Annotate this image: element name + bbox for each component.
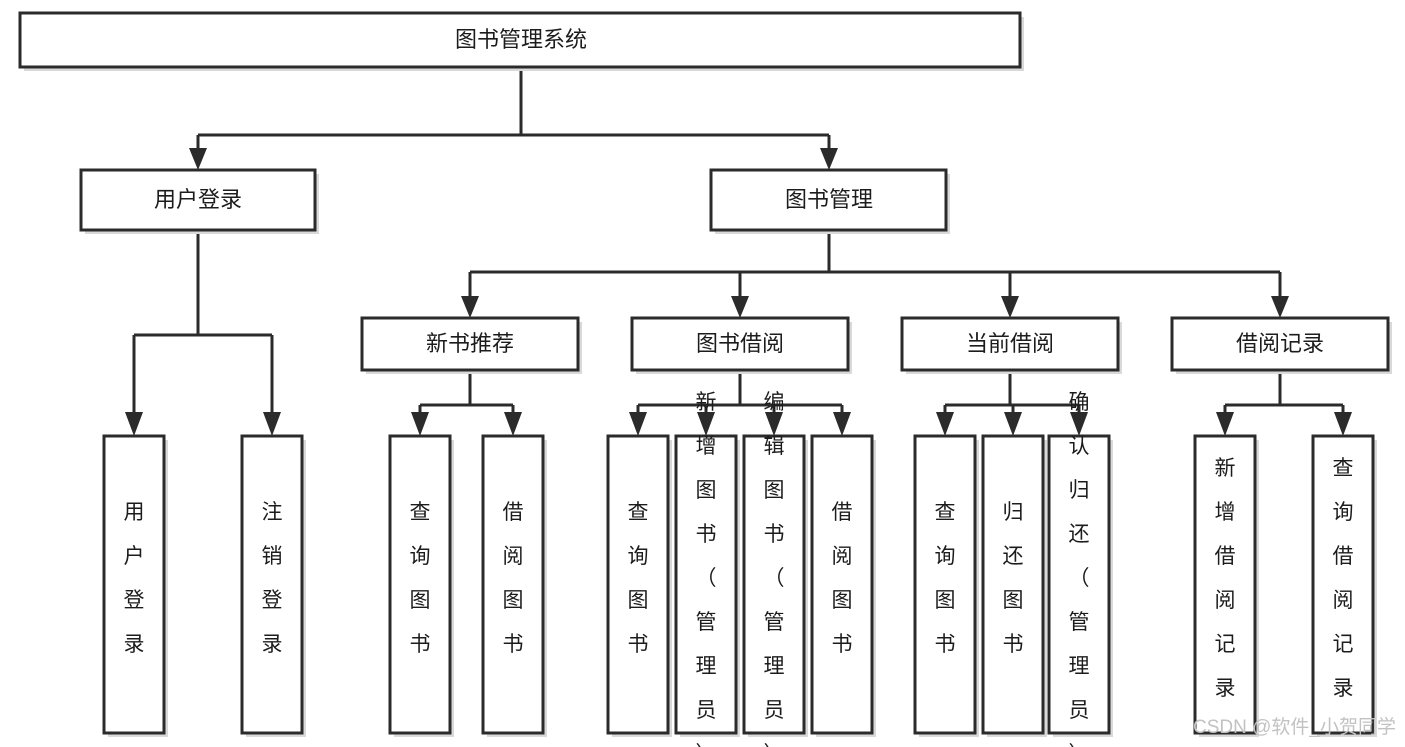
arrow-head-new-book: [461, 296, 479, 318]
node-current-borrow-rect: [900, 316, 1120, 372]
leaf-logout[interactable]: 注销登录: [240, 434, 306, 737]
node-book-manage-rect: [709, 168, 948, 232]
node-user-login-rect: [79, 168, 317, 232]
leaf-bb-query-book[interactable]: 查询图书: [606, 434, 672, 737]
leaf-nb-borrow-book[interactable]: 借阅图书: [481, 434, 547, 737]
leaf-br-add-record[interactable]: 新增借阅记录: [1193, 434, 1259, 737]
arrow-head-current-borrow: [1001, 296, 1019, 318]
connector-layer: [125, 68, 1352, 436]
arrow-head-cb-leaf-3: [1070, 412, 1088, 436]
arrow-head-cb-leaf-1: [936, 412, 954, 436]
leaf-nb-query-book-rect: [388, 434, 452, 735]
leaf-cb-confirm-return-rect: [1047, 434, 1111, 735]
node-user-login-label: 用户登录: [154, 187, 242, 212]
leaf-nb-borrow-book-rect: [481, 434, 545, 735]
leaf-bb-edit-book[interactable]: 编辑图书（管理员）: [742, 391, 808, 747]
node-current-borrow[interactable]: 当前借阅: [900, 316, 1122, 374]
node-book-manage[interactable]: 图书管理: [709, 168, 950, 234]
node-book-borrow-label: 图书借阅: [696, 331, 784, 356]
leaf-bb-edit-book-label: 编辑图书（管理员）: [764, 391, 785, 747]
leaf-cb-return-book-label: 归还图书: [1003, 501, 1024, 656]
leaf-nb-query-book-label: 查询图书: [410, 501, 431, 656]
node-root-rect: [18, 11, 1022, 69]
node-root-system[interactable]: 图书管理系统: [18, 11, 1024, 71]
arrow-head-bb-leaf-4: [833, 412, 851, 436]
node-current-borrow-label: 当前借阅: [966, 331, 1054, 356]
arrow-head-bb-leaf-2: [697, 412, 715, 436]
leaf-bb-borrow-book[interactable]: 借阅图书: [810, 434, 876, 737]
leaf-user-login-1-rect: [102, 434, 166, 735]
leaf-nb-borrow-book-label: 借阅图书: [503, 501, 524, 656]
arrow-head-br-leaf-2: [1334, 412, 1352, 436]
leaf-br-query-record-label: 查询借阅记录: [1333, 457, 1354, 700]
leaf-bb-edit-book-rect: [742, 434, 806, 735]
csdn-watermark: CSDN @软件_小贺同学: [1193, 716, 1396, 738]
node-book-borrow-rect: [630, 316, 850, 372]
arrow-head-nb-leaf-2: [504, 412, 522, 436]
arrow-head-book-borrow: [731, 296, 749, 318]
leaf-cb-confirm-return-label: 确认归还（管理员）: [1069, 391, 1090, 747]
leaf-bb-add-book[interactable]: 新增图书（管理员）: [674, 391, 740, 747]
leaf-br-query-record-rect: [1311, 434, 1375, 735]
leaf-user-login-1-label: 用户登录: [124, 501, 145, 656]
arrow-head-br-leaf-1: [1216, 412, 1234, 436]
node-user-login[interactable]: 用户登录: [79, 168, 319, 234]
leaf-bb-borrow-book-label: 借阅图书: [832, 501, 853, 656]
leaf-bb-query-book-rect: [606, 434, 670, 735]
node-book-borrow[interactable]: 图书借阅: [630, 316, 852, 374]
leaf-cb-query-book-label: 查询图书: [935, 501, 956, 656]
arrow-head-borrow-record: [1271, 296, 1289, 318]
arrow-head-nb-leaf-1: [411, 412, 429, 436]
arrow-head-book-manage: [820, 148, 838, 170]
arrow-head-cb-leaf-2: [1004, 412, 1022, 436]
node-book-manage-label: 图书管理: [785, 187, 873, 212]
node-new-book-recommend[interactable]: 新书推荐: [360, 316, 582, 374]
node-root-label: 图书管理系统: [455, 27, 587, 52]
node-new-book-label: 新书推荐: [426, 331, 514, 356]
node-borrow-record[interactable]: 借阅记录: [1170, 316, 1392, 374]
leaf-bb-add-book-rect: [674, 434, 738, 735]
node-borrow-record-rect: [1170, 316, 1390, 372]
leaf-cb-return-book[interactable]: 归还图书: [981, 434, 1047, 737]
leaf-cb-query-book-rect: [913, 434, 977, 735]
node-borrow-record-label: 借阅记录: [1236, 331, 1324, 356]
leaf-cb-return-book-rect: [981, 434, 1045, 735]
arrow-head-bb-leaf-1: [629, 412, 647, 436]
leaf-nb-query-book[interactable]: 查询图书: [388, 434, 454, 737]
leaf-br-add-record-rect: [1193, 434, 1257, 735]
leaf-br-query-record[interactable]: 查询借阅记录: [1311, 434, 1377, 737]
leaf-logout-rect: [240, 434, 304, 735]
arrow-head-bb-leaf-3: [765, 412, 783, 436]
leaf-bb-query-book-label: 查询图书: [628, 501, 649, 656]
arrow-head-leaf-user-login: [125, 412, 143, 436]
leaf-logout-label: 注销登录: [262, 501, 283, 656]
leaf-user-login-1[interactable]: 用户登录: [102, 434, 168, 737]
leaf-cb-query-book[interactable]: 查询图书: [913, 434, 979, 737]
leaf-bb-add-book-label: 新增图书（管理员）: [696, 391, 717, 747]
arrow-head-user-login: [189, 148, 207, 170]
leaf-br-add-record-label: 新增借阅记录: [1215, 457, 1236, 700]
node-new-book-rect: [360, 316, 580, 372]
arrow-head-leaf-logout: [263, 412, 281, 436]
leaf-cb-confirm-return[interactable]: 确认归还（管理员）: [1047, 391, 1113, 747]
leaf-bb-borrow-book-rect: [810, 434, 874, 735]
